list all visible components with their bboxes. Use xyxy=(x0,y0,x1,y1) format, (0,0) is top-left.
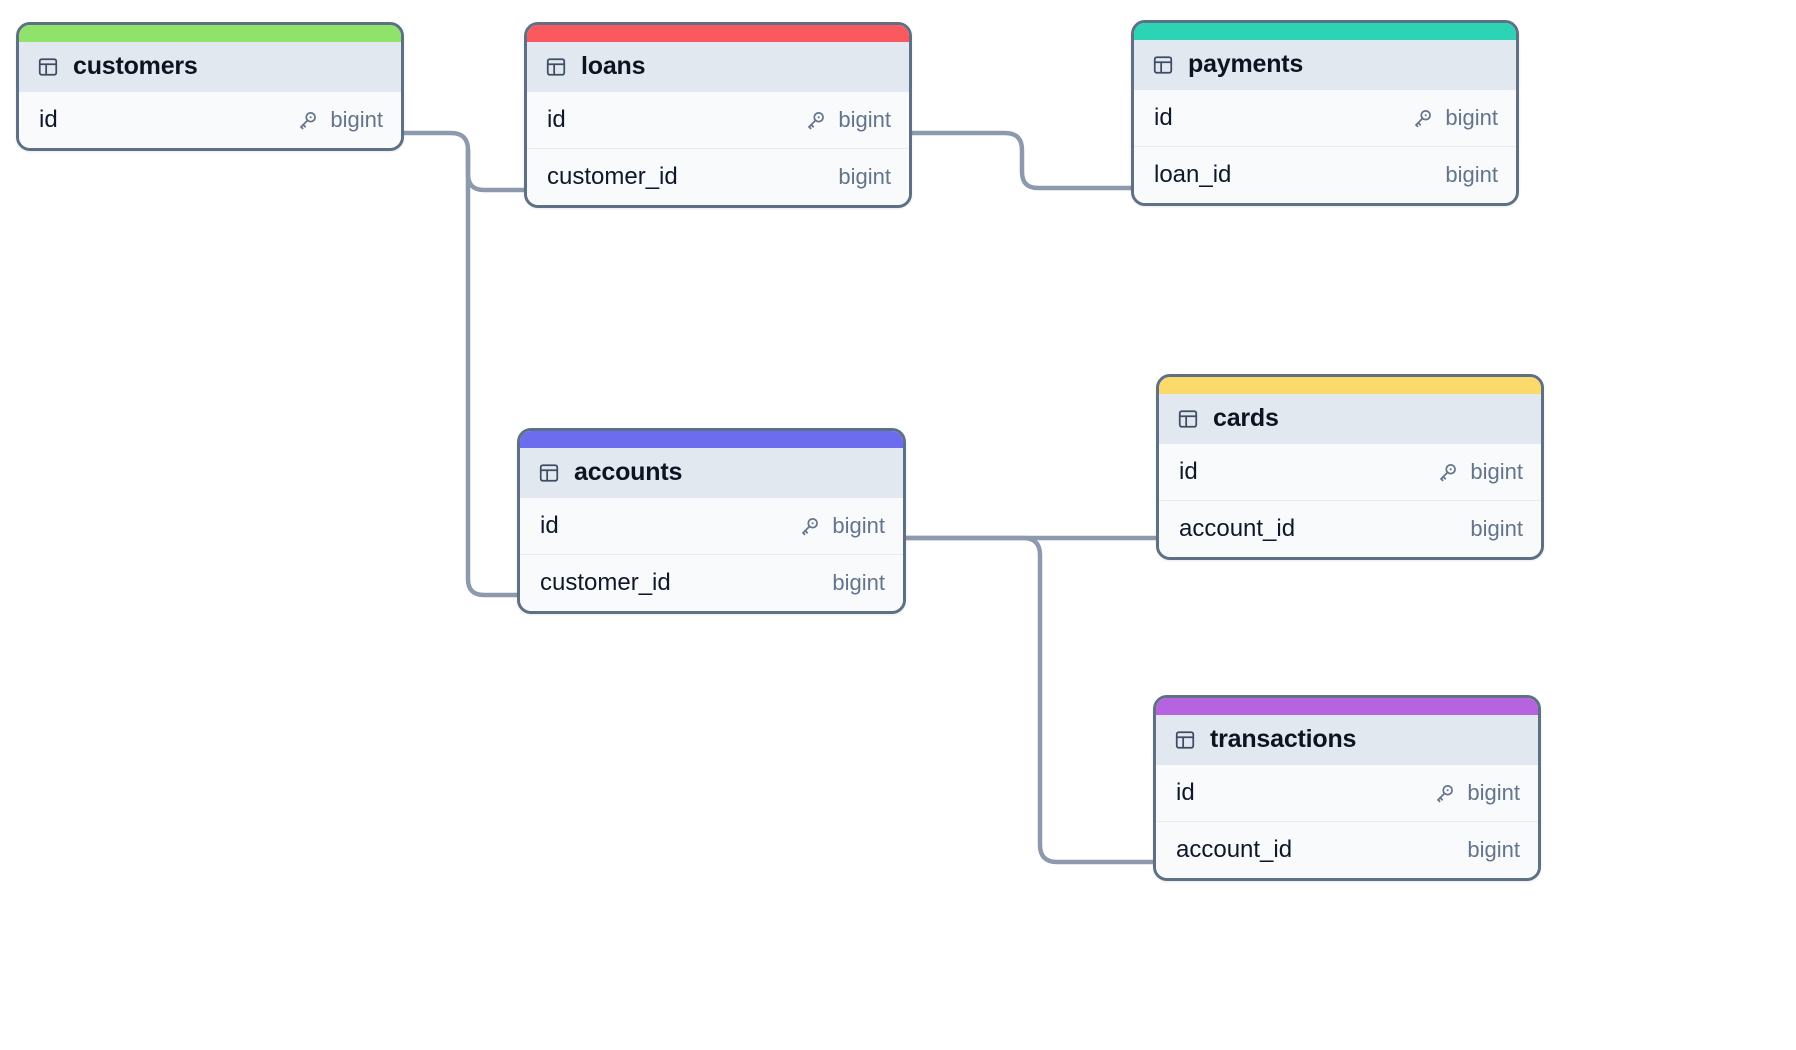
field-row-payments-loan_id[interactable]: loan_id bigint xyxy=(1134,146,1516,203)
table-accent-bar xyxy=(527,25,909,42)
field-name: account_id xyxy=(1176,835,1293,863)
field-type: bigint xyxy=(832,569,885,595)
table-grid-icon xyxy=(1177,408,1199,430)
relationship-edge-customers-loans[interactable] xyxy=(401,130,527,193)
field-meta: bigint xyxy=(1436,458,1523,484)
table-header-customers[interactable]: customers xyxy=(19,42,401,92)
field-name: account_id xyxy=(1179,514,1296,542)
key-icon-placeholder xyxy=(1411,164,1434,187)
primary-key-icon xyxy=(1411,107,1434,130)
primary-key-icon xyxy=(804,109,827,132)
key-icon-placeholder xyxy=(1436,518,1459,541)
primary-key-icon xyxy=(798,515,821,538)
table-title: transactions xyxy=(1210,725,1357,753)
field-name: id xyxy=(547,105,566,133)
primary-key-icon xyxy=(296,109,319,132)
field-meta: bigint xyxy=(1411,161,1498,187)
field-type: bigint xyxy=(330,106,383,132)
field-meta: bigint xyxy=(1433,836,1520,862)
table-grid-icon xyxy=(538,462,560,484)
field-type: bigint xyxy=(1470,515,1523,541)
table-accent-bar xyxy=(19,25,401,42)
table-grid-icon xyxy=(545,56,567,78)
primary-key-icon xyxy=(1433,782,1456,805)
field-row-transactions-account_id[interactable]: account_id bigint xyxy=(1156,821,1538,878)
table-accent-bar xyxy=(1134,23,1516,40)
field-name: id xyxy=(540,511,559,539)
field-name: customer_id xyxy=(547,162,678,190)
table-title: loans xyxy=(581,52,646,80)
field-meta: bigint xyxy=(296,106,383,132)
relationship-edge-loans-payments[interactable] xyxy=(909,130,1134,191)
relationship-edge-customers-accounts[interactable] xyxy=(465,147,520,598)
field-meta: bigint xyxy=(798,569,885,595)
field-type: bigint xyxy=(1467,836,1520,862)
table-title: payments xyxy=(1188,50,1304,78)
field-row-customers-id[interactable]: id bigint xyxy=(19,92,401,148)
table-node-customers[interactable]: customers id bigint xyxy=(16,22,404,151)
key-icon-placeholder xyxy=(804,166,827,189)
table-title: cards xyxy=(1213,404,1279,432)
field-row-loans-id[interactable]: id bigint xyxy=(527,92,909,148)
table-title: accounts xyxy=(574,458,683,486)
table-header-cards[interactable]: cards xyxy=(1159,394,1541,444)
field-row-accounts-id[interactable]: id bigint xyxy=(520,498,903,554)
table-title: customers xyxy=(73,52,198,80)
field-name: id xyxy=(39,105,58,133)
field-meta: bigint xyxy=(804,163,891,189)
field-meta: bigint xyxy=(1411,104,1498,130)
table-accent-bar xyxy=(520,431,903,448)
table-header-transactions[interactable]: transactions xyxy=(1156,715,1538,765)
table-header-payments[interactable]: payments xyxy=(1134,40,1516,90)
table-grid-icon xyxy=(37,56,59,78)
field-row-cards-account_id[interactable]: account_id bigint xyxy=(1159,500,1541,557)
field-type: bigint xyxy=(838,163,891,189)
key-icon-placeholder xyxy=(798,572,821,595)
table-accent-bar xyxy=(1159,377,1541,394)
field-name: id xyxy=(1179,457,1198,485)
table-header-loans[interactable]: loans xyxy=(527,42,909,92)
field-meta: bigint xyxy=(1433,779,1520,805)
field-type: bigint xyxy=(1470,458,1523,484)
field-meta: bigint xyxy=(1436,515,1523,541)
table-grid-icon xyxy=(1174,729,1196,751)
field-name: loan_id xyxy=(1154,160,1232,188)
field-row-transactions-id[interactable]: id bigint xyxy=(1156,765,1538,821)
table-grid-icon xyxy=(1152,54,1174,76)
field-row-accounts-customer_id[interactable]: customer_id bigint xyxy=(520,554,903,611)
table-node-payments[interactable]: payments id bigint loan_id bigint xyxy=(1131,20,1519,206)
field-name: id xyxy=(1154,103,1173,131)
field-type: bigint xyxy=(1467,779,1520,805)
relationship-edge-accounts-transactions[interactable] xyxy=(903,535,1156,865)
field-type: bigint xyxy=(832,512,885,538)
field-row-cards-id[interactable]: id bigint xyxy=(1159,444,1541,500)
field-meta: bigint xyxy=(804,106,891,132)
field-meta: bigint xyxy=(798,512,885,538)
table-header-accounts[interactable]: accounts xyxy=(520,448,903,498)
field-type: bigint xyxy=(838,106,891,132)
field-type: bigint xyxy=(1445,104,1498,130)
field-name: id xyxy=(1176,778,1195,806)
field-row-loans-customer_id[interactable]: customer_id bigint xyxy=(527,148,909,205)
table-node-transactions[interactable]: transactions id bigint account_id bigint xyxy=(1153,695,1541,881)
table-accent-bar xyxy=(1156,698,1538,715)
key-icon-placeholder xyxy=(1433,839,1456,862)
field-row-payments-id[interactable]: id bigint xyxy=(1134,90,1516,146)
field-name: customer_id xyxy=(540,568,671,596)
field-type: bigint xyxy=(1445,161,1498,187)
table-node-accounts[interactable]: accounts id bigint customer_id bigint xyxy=(517,428,906,614)
primary-key-icon xyxy=(1436,461,1459,484)
